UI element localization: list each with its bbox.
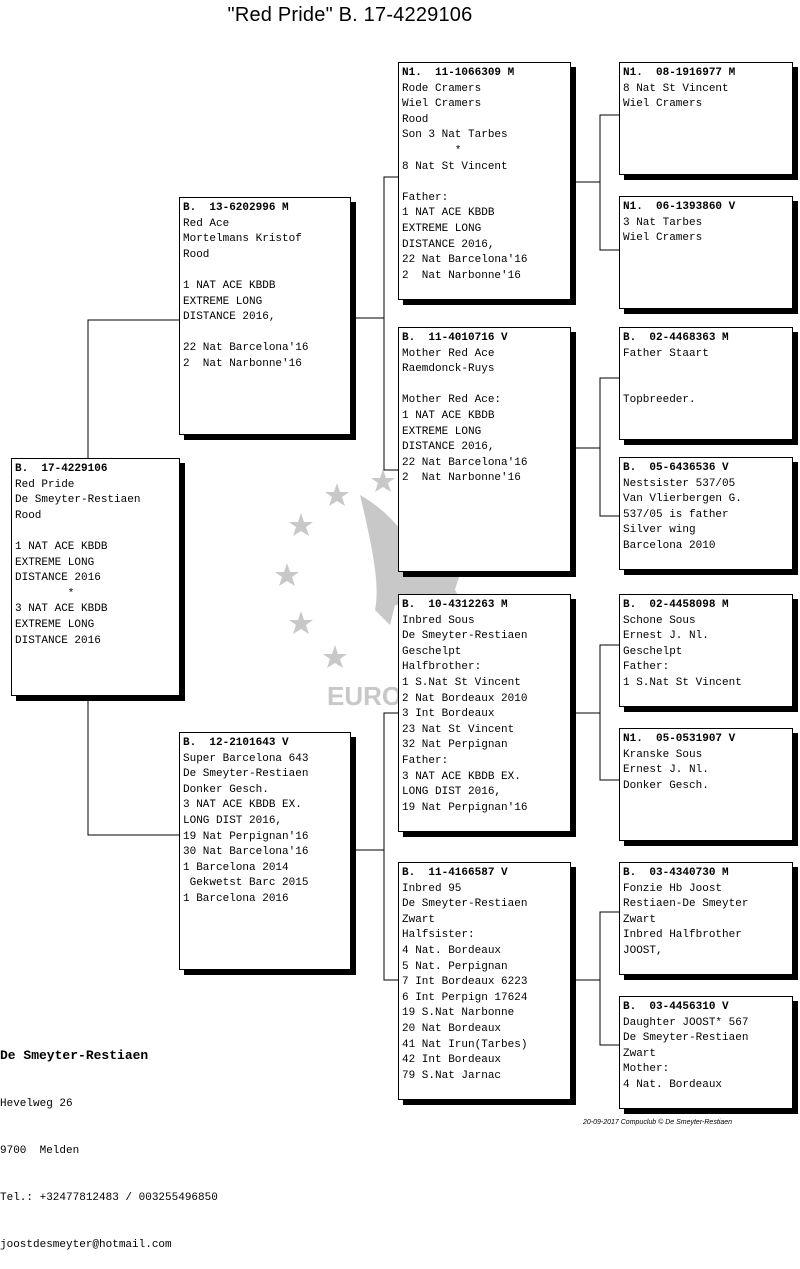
pigeon-details: Red Ace Mortelmans Kristof Rood 1 NAT AC… [183, 217, 309, 370]
ring-number: N1. 08-1916977 M [623, 67, 736, 79]
pigeon-details: Nestsister 537/05 Van Vlierbergen G. 537… [623, 477, 742, 552]
pedigree-box-sire-sire: N1. 11-1066309 M Rode Cramers Wiel Cramer… [398, 62, 571, 300]
pigeon-details: Father Staart Topbreeder. [623, 347, 709, 407]
pigeon-details: 8 Nat St Vincent Wiel Cramers [623, 82, 729, 111]
footer-print-info: 20-09-2017 Compuclub © De Smeyter-Restia… [583, 1119, 732, 1126]
pigeon-details: Schone Sous Ernest J. Nl. Geschelpt Fath… [623, 614, 742, 689]
owner-name: De Smeyter-Restiaen [0, 1048, 149, 1064]
ring-number: B. 03-4340730 M [623, 867, 729, 879]
pedigree-box-ds-dam: N1. 05-0531907 V Kranske Sous Ernest J. N… [619, 728, 793, 841]
ring-number: B. 13-6202996 M [183, 202, 289, 214]
pedigree-box-dd-dam: B. 03-4456310 V Daughter JOOST* 567 De Sm… [619, 996, 793, 1109]
pedigree-box-dam: B. 12-2101643 V Super Barcelona 643 De Sm… [179, 732, 351, 970]
pigeon-details: 3 Nat Tarbes Wiel Cramers [623, 216, 703, 245]
pedigree-box-dam-sire: B. 10-4312263 M Inbred Sous De Smeyter-Re… [398, 594, 571, 832]
ring-number: B. 11-4166587 V [402, 867, 508, 879]
pigeon-details: Inbred 95 De Smeyter-Restiaen Zwart Half… [402, 882, 528, 1082]
pedigree-box-ss-sire: N1. 08-1916977 M 8 Nat St Vincent Wiel Cr… [619, 62, 793, 175]
ring-number: N1. 06-1393860 V [623, 201, 736, 213]
pedigree-box-dd-sire: B. 03-4340730 M Fonzie Hb Joost Restiaen-… [619, 862, 793, 975]
pigeon-details: Daughter JOOST* 567 De Smeyter-Restiaen … [623, 1016, 749, 1091]
pedigree-box-dam-dam: B. 11-4166587 V Inbred 95 De Smeyter-Rest… [398, 862, 571, 1100]
owner-city: 9700 Melden [0, 1145, 80, 1158]
ring-number: B. 03-4456310 V [623, 1001, 729, 1013]
owner-email[interactable]: joostdesmeyter@hotmail.com [0, 1238, 172, 1251]
ring-number: B. 11-4010716 V [402, 332, 508, 344]
ring-number: N1. 11-1066309 M [402, 67, 515, 79]
pedigree-box-ds-sire: B. 02-4458098 M Schone Sous Ernest J. Nl.… [619, 594, 793, 707]
pigeon-details: Inbred Sous De Smeyter-Restiaen Geschelp… [402, 614, 528, 814]
pedigree-box-sd-dam: B. 05-6436536 V Nestsister 537/05 Van Vli… [619, 457, 793, 570]
ring-number: B. 05-6436536 V [623, 462, 729, 474]
pedigree-box-sd-sire: B. 02-4468363 M Father Staart Topbreeder. [619, 327, 793, 440]
pigeon-details: Super Barcelona 643 De Smeyter-Restiaen … [183, 752, 309, 905]
pigeon-details: Rode Cramers Wiel Cramers Rood Son 3 Nat… [402, 82, 528, 282]
ring-number: B. 10-4312263 M [402, 599, 508, 611]
ring-number: B. 12-2101643 V [183, 737, 289, 749]
ring-number: N1. 05-0531907 V [623, 733, 736, 745]
pigeon-details: Kranske Sous Ernest J. Nl. Donker Gesch. [623, 748, 709, 792]
owner-contact-block: De Smeyter-Restiaen Hevelweg 26 9700 Mel… [0, 1015, 218, 1269]
page-title: "Red Pride" B. 17-4229106 [227, 4, 473, 26]
pigeon-details: Red Pride De Smeyter-Restiaen Rood 1 NAT… [15, 478, 141, 647]
pedigree-box-ss-dam: N1. 06-1393860 V 3 Nat Tarbes Wiel Cramer… [619, 196, 793, 309]
pedigree-connector-lines [87, 114, 620, 1046]
owner-phone: Tel.: +32477812483 / 003255496850 [0, 1191, 218, 1204]
pedigree-box-sire-dam: B. 11-4010716 V Mother Red Ace Raemdonck-… [398, 327, 571, 572]
pigeon-details: Fonzie Hb Joost Restiaen-De Smeyter Zwar… [623, 882, 749, 957]
ring-number: B. 02-4458098 M [623, 599, 729, 611]
pigeon-details: Mother Red Ace Raemdonck-Ruys Mother Red… [402, 347, 528, 485]
pedigree-box-sire: B. 13-6202996 M Red Ace Mortelmans Kristo… [179, 197, 351, 435]
owner-street: Hevelweg 26 [0, 1098, 73, 1111]
ring-number: B. 17-4229106 [15, 463, 108, 475]
ring-number: B. 02-4468363 M [623, 332, 729, 344]
